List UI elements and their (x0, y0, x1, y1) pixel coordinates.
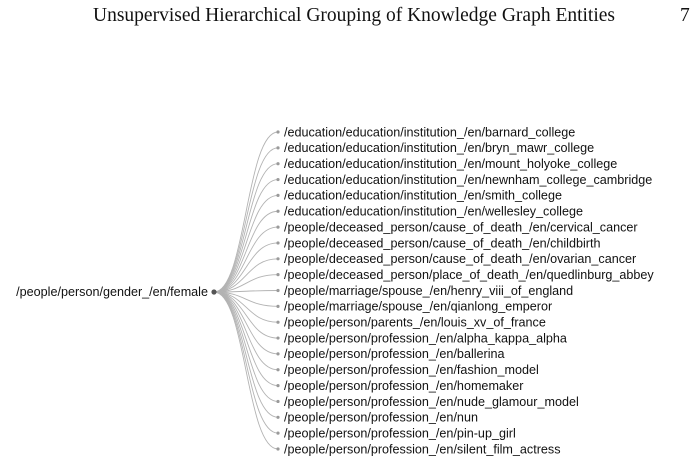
leaf-node (276, 146, 280, 150)
leaf-node (276, 177, 280, 182)
leaf-node (276, 399, 280, 404)
tree-edge (213, 179, 279, 293)
page-header: Unsupervised Hierarchical Grouping of Kn… (0, 2, 699, 28)
leaf-node (276, 130, 280, 134)
leaf-label: /education/education/institution_/en/bar… (284, 125, 575, 139)
leaf-node (276, 288, 280, 293)
leaf-label: /people/person/profession_/en/pin-up_gir… (284, 426, 516, 440)
leaf-label: /people/marriage/spouse_/en/qianlong_emp… (284, 300, 552, 314)
leaf-node (276, 304, 280, 308)
leaf-node (276, 415, 280, 419)
leaf-label: /people/marriage/spouse_/en/henry_viii_o… (284, 284, 573, 298)
tree-edge (213, 291, 279, 371)
leaf-label: /people/deceased_person/cause_of_death_/… (284, 236, 601, 250)
page-number: 7 (680, 5, 690, 26)
tree-edge (213, 291, 279, 450)
leaf-node (276, 241, 280, 245)
tree-edge (213, 163, 279, 293)
tree-edge (213, 291, 279, 434)
tree-root: /people/person/gender_/en/female (16, 285, 217, 299)
tree-edge (213, 210, 279, 293)
root-label: /people/person/gender_/en/female (16, 285, 208, 299)
leaf-node (276, 257, 280, 261)
leaf-node (276, 320, 280, 324)
tree-edge (213, 242, 279, 293)
running-title: Unsupervised Hierarchical Grouping of Kn… (93, 5, 616, 26)
leaf-label: /people/person/parents_/en/louis_xv_of_f… (284, 316, 546, 330)
leaf-label: /people/person/profession_/en/nude_glamo… (284, 395, 579, 409)
leaf-node (276, 336, 280, 340)
leaf-label: /people/person/profession_/en/ballerina (284, 347, 505, 361)
leaf-label: /people/person/profession_/en/silent_fil… (284, 442, 561, 456)
tree-edge (213, 131, 279, 293)
tree-edge (213, 291, 279, 402)
leaf-node (276, 368, 280, 372)
leaf-label: /people/person/profession_/en/nun (284, 411, 478, 425)
leaf-label: /people/deceased_person/place_of_death_/… (284, 268, 654, 282)
leaf-label: /education/education/institution_/en/wel… (284, 205, 583, 219)
leaf-node (276, 209, 280, 213)
leaf-node (276, 384, 280, 388)
leaf-label: /education/education/institution_/en/smi… (284, 189, 562, 203)
leaf-label: /people/person/profession_/en/homemaker (284, 379, 523, 393)
leaf-node (276, 352, 280, 356)
leaf-label: /people/person/profession_/en/alpha_kapp… (284, 331, 567, 345)
leaf-label: /education/education/institution_/en/bry… (284, 141, 594, 155)
leaf-label: /people/person/profession_/en/fashion_mo… (284, 363, 539, 377)
leaf-node (276, 447, 280, 451)
leaf-label: /people/deceased_person/cause_of_death_/… (284, 220, 638, 234)
leaf-node (276, 225, 280, 229)
tree-edges (213, 131, 279, 450)
leaf-label: /education/education/institution_/en/mou… (284, 157, 617, 171)
leaf-node (276, 193, 280, 197)
tree-edge (213, 291, 279, 355)
root-node (211, 289, 217, 295)
tree-edge (213, 291, 279, 418)
tree-edge (213, 194, 279, 293)
leaf-node (276, 431, 280, 435)
tree-edge (213, 147, 279, 293)
leaf-node (276, 162, 280, 166)
leaf-node (276, 273, 280, 277)
leaf-label: /people/deceased_person/cause_of_death_/… (284, 252, 636, 266)
tree-leaves: /education/education/institution_/en/bar… (276, 125, 654, 456)
tree-edge (213, 226, 279, 293)
leaf-label: /education/education/institution_/en/new… (284, 173, 652, 187)
